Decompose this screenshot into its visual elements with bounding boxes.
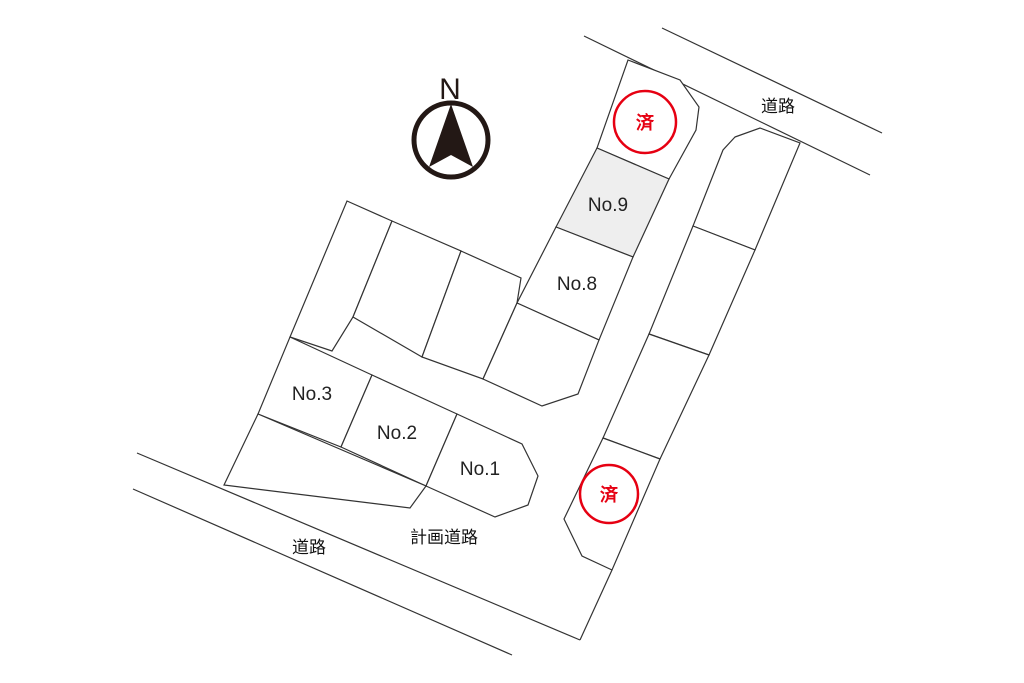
compass-ring-icon [411, 100, 491, 180]
lot-label-no8: No.8 [557, 274, 597, 295]
lot-label-no3: No.3 [292, 384, 332, 405]
left-block [223, 200, 539, 518]
central-strip [482, 59, 700, 407]
road-sw-edge-1 [136, 452, 581, 641]
road-label-planned: 計画道路 [410, 528, 478, 548]
road-label-southwest: 道路 [292, 538, 326, 558]
lot-label-no1: No.1 [460, 459, 500, 480]
sold-circle-icon [612, 89, 678, 155]
sold-mark-text: 済 [600, 484, 619, 506]
lot-right-2[interactable] [648, 225, 756, 356]
lot-right-3[interactable] [602, 333, 710, 460]
sold-mark-south: 済 [578, 463, 640, 525]
right-strip-tail [579, 569, 613, 641]
lot-sw-corner[interactable] [223, 413, 427, 509]
lot-label-no9: No.9 [588, 195, 628, 216]
sold-circle-icon [578, 463, 640, 525]
lot-label-no2: No.2 [377, 423, 417, 444]
north-compass: N [411, 73, 491, 180]
lot-center-south[interactable] [482, 302, 600, 407]
north-arrow-icon [429, 104, 473, 167]
sold-mark-text: 済 [636, 112, 655, 134]
road-label-northeast: 道路 [761, 97, 795, 117]
road-lines [132, 27, 883, 656]
road-ne-edge-1 [583, 35, 871, 176]
right-strip [563, 127, 801, 641]
north-label: N [439, 73, 461, 106]
lot-nw-corner[interactable] [289, 200, 393, 352]
road-sw-edge-2 [132, 488, 513, 656]
lot-labels: No.9 No.8 No.3 No.2 No.1 [292, 195, 628, 480]
sold-mark-north: 済 [612, 89, 678, 155]
road-ne-edge-2 [661, 27, 883, 134]
lot-sold-south[interactable] [563, 437, 661, 571]
road-labels: 道路 道路 計画道路 [292, 97, 795, 558]
